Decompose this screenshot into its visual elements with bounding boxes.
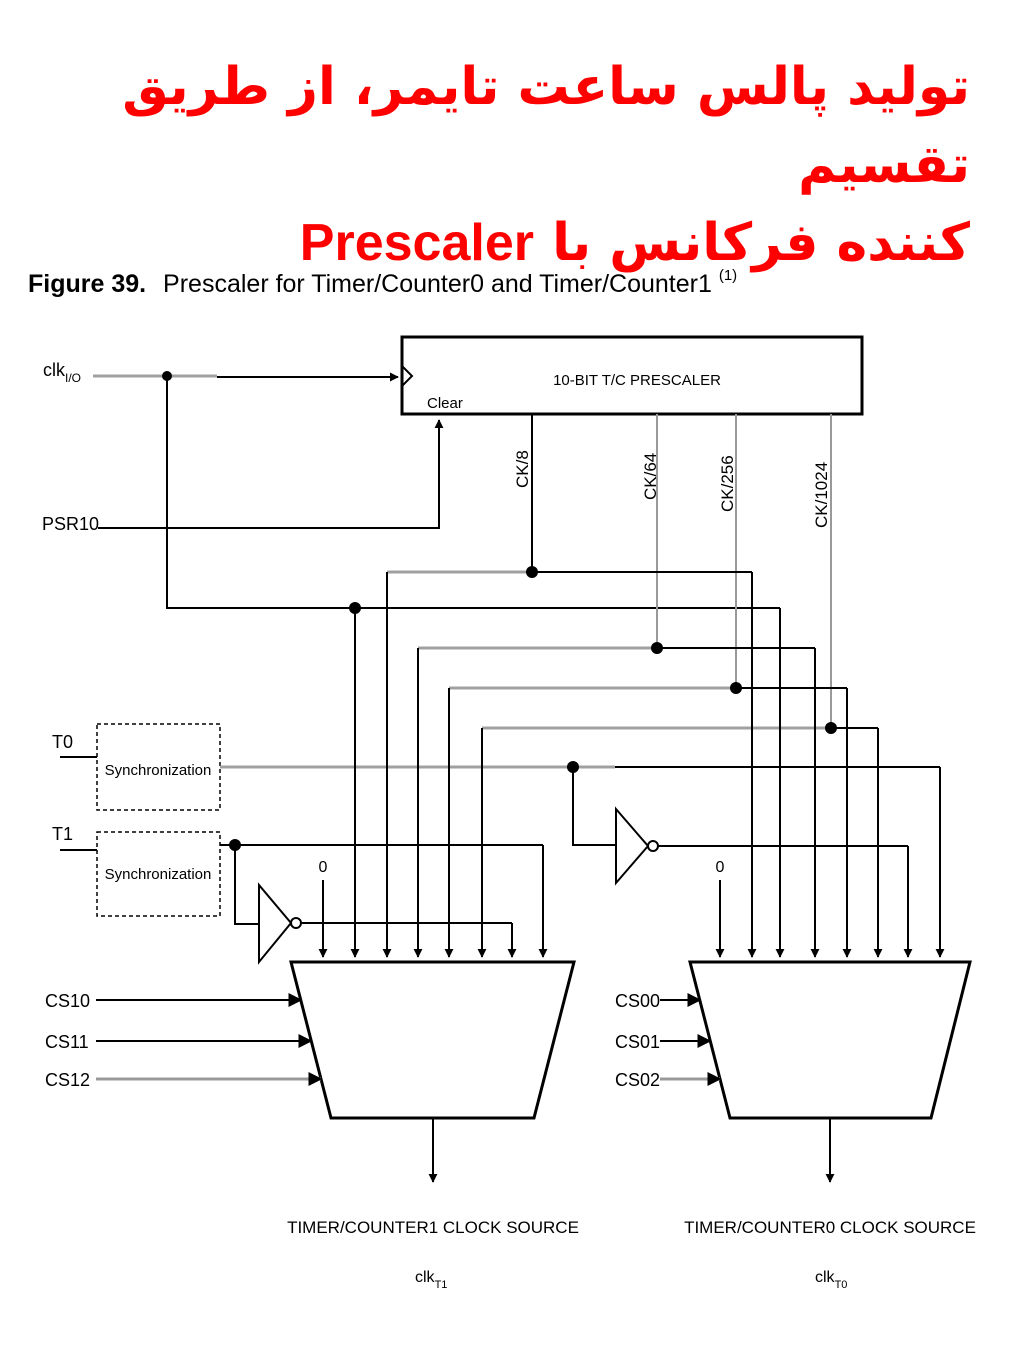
junction-ck64 bbox=[651, 642, 663, 654]
mux0-zero-label: 0 bbox=[716, 859, 725, 876]
junction-ck256 bbox=[730, 682, 742, 694]
slide-title: تولید پالس ساعت تایمر، از طریق تقسیم کنن… bbox=[40, 48, 970, 282]
cs11-label: CS11 bbox=[45, 1032, 89, 1052]
figure-number: Figure 39. bbox=[28, 270, 146, 298]
mux1-zero-label: 0 bbox=[319, 859, 328, 876]
slide-title-line-2-latin: Prescaler bbox=[299, 214, 534, 272]
figure-footnote-mark: (1) bbox=[719, 267, 737, 284]
cs00-label: CS00 bbox=[615, 991, 660, 1011]
t1-inverter-wire bbox=[234, 845, 259, 925]
tap-label-ck64: CK/64 bbox=[641, 453, 660, 500]
t0-sync-box bbox=[96, 723, 221, 811]
mux0-input-wires bbox=[715, 572, 945, 958]
tap-label-ck8: CK/8 bbox=[513, 450, 532, 488]
junction-ck8 bbox=[526, 566, 538, 578]
clk-io-drop-wire bbox=[166, 376, 780, 609]
junction-ck1024 bbox=[825, 722, 837, 734]
tap-label-ck1024: CK/1024 bbox=[812, 462, 831, 528]
t0-sync-label: Synchronization bbox=[105, 762, 212, 779]
t0-inverter-bubble bbox=[647, 840, 659, 852]
t1-inverter-bubble bbox=[290, 917, 302, 929]
clk-io-label: clkI/O bbox=[43, 360, 81, 385]
clk-t1-label: clkT1 bbox=[415, 1269, 447, 1291]
t1-sync-box bbox=[96, 831, 221, 917]
mux1-input-wires bbox=[318, 572, 548, 958]
slide-title-line-2-persian: کننده فرکانس با bbox=[552, 213, 970, 273]
t0-label: T0 bbox=[52, 732, 73, 752]
clk-t0-label: clkT0 bbox=[815, 1269, 847, 1291]
cs02-label: CS02 bbox=[615, 1070, 660, 1090]
psr10-label: PSR10 bbox=[42, 514, 99, 534]
tap-label-ck256: CK/256 bbox=[718, 455, 737, 512]
psr10-wire bbox=[98, 419, 444, 529]
cs10-label: CS10 bbox=[45, 991, 90, 1011]
t0-inverter-icon bbox=[615, 806, 650, 886]
timer-counter0-mux bbox=[688, 960, 972, 1120]
cs01-label: CS01 bbox=[615, 1032, 660, 1052]
mux0-output-label: TIMER/COUNTER0 CLOCK SOURCE bbox=[684, 1218, 976, 1237]
figure-caption-text: Prescaler for Timer/Counter0 and Timer/C… bbox=[163, 270, 712, 298]
prescaler-label: 10-BIT T/C PRESCALER bbox=[553, 372, 721, 389]
t1-inverter-icon bbox=[258, 882, 293, 965]
t0-inverter-wire bbox=[572, 767, 616, 846]
clock-input-triangle bbox=[401, 365, 414, 387]
t1-label: T1 bbox=[52, 824, 73, 844]
mux1-output-label: TIMER/COUNTER1 CLOCK SOURCE bbox=[287, 1218, 579, 1237]
prescaler-box bbox=[400, 335, 864, 416]
timer-counter1-mux bbox=[289, 960, 576, 1120]
clear-label: Clear bbox=[427, 395, 463, 412]
t1-sync-label: Synchronization bbox=[105, 866, 212, 883]
slide-title-line-1: تولید پالس ساعت تایمر، از طریق تقسیم bbox=[122, 57, 970, 195]
figure-caption: Figure 39. Prescaler for Timer/Counter0 … bbox=[28, 267, 737, 298]
cs12-label: CS12 bbox=[45, 1070, 90, 1090]
slide-title-line-2: کننده فرکانس با Prescaler bbox=[40, 204, 970, 282]
